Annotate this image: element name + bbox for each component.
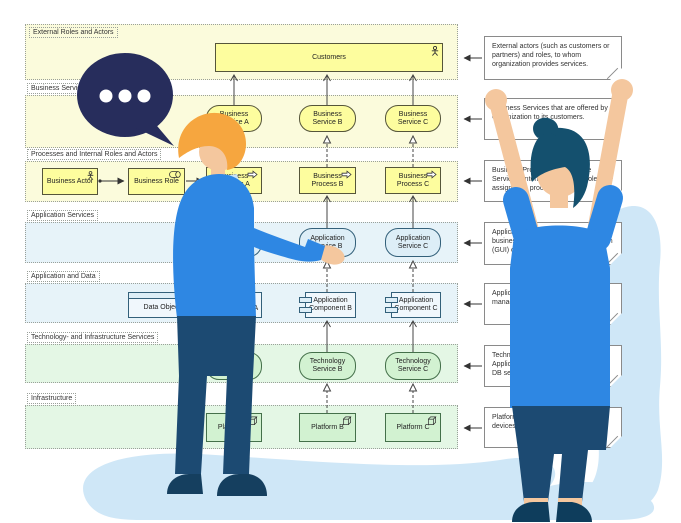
ellipsis-dot [118,89,132,103]
role-icon [169,171,181,178]
node-label: Business Process B [311,172,344,188]
person-left [167,112,345,496]
node-business-service-c[interactable]: Business Service C [385,105,441,132]
layer-label-processes: Processes and Internal Roles and Actors [27,149,162,160]
component-icon [299,307,312,313]
node-customers[interactable]: Customers [215,43,443,72]
process-arrow-icon [341,170,352,179]
node-label: Technology Service B [309,358,346,373]
node-platform-b[interactable]: Platform B [299,413,356,442]
node-label: Application Component B [309,297,352,312]
actor-icon [431,46,439,56]
node-label: Application Component C [394,297,438,312]
speech-bubble [77,53,174,146]
node-label: Business Actor [46,177,94,185]
ellipsis-dot [137,89,151,103]
annotation-text: Business Services that are offered by Or… [492,105,608,121]
speech-bubble-tail [136,120,174,146]
person-left-jacket [173,174,325,318]
person-right [485,79,633,522]
layer-label-application-data: Application and Data [27,271,100,282]
node-label: Application Service C [395,234,431,250]
node-technology-service-c[interactable]: Technology Service C [385,352,441,380]
node-label: Data Object [143,303,181,311]
person-right-hair [530,127,590,208]
node-label: Platform C [396,423,430,431]
process-arrow-icon [426,170,437,179]
person-right-hand [485,89,507,111]
node-platform-c[interactable]: Platform C [385,413,441,442]
person-left-shoe [217,474,267,496]
node-business-service-b[interactable]: Business Service B [299,105,356,132]
actor-icon [87,171,94,180]
right-blob [520,205,663,519]
person-right-shoe [556,502,592,522]
node-technology-service-b[interactable]: Technology Service B [299,352,356,380]
cube-icon [427,416,437,426]
person-left-shoe [167,474,203,494]
component-icon [299,297,312,303]
annotation-arrows [463,54,482,432]
node-business-role[interactable]: Business Role [128,168,185,195]
person-left-hair [178,112,247,170]
person-right-shirt [510,225,610,408]
layer-label-infrastructure: Infrastructure [27,393,77,404]
component-icon [385,297,398,303]
annotation-text: External actors (such as customers or pa… [492,43,610,68]
node-customers-label: Customers [312,53,346,61]
person-right-pants [512,406,610,502]
layer-label-technology-services: Technology- and Infrastructure Services [27,332,159,343]
node-business-process-b[interactable]: Business Process B [299,167,356,194]
data-object-top-bar [129,293,195,299]
node-label: Business Service C [397,110,429,126]
annotation-note-external[interactable]: External actors (such as customers or pa… [484,36,622,80]
person-right-shoe [512,502,550,522]
node-label: Business Process C [396,172,430,188]
node-application-component-c[interactable]: Application Component C [385,292,441,318]
person-left-pants [175,316,256,474]
component-icon [385,307,398,313]
ellipsis-dot [99,89,113,103]
node-label: Technology Service C [395,358,431,373]
node-label: Business Service B [312,110,343,126]
node-application-component-b[interactable]: Application Component B [299,292,356,318]
node-label: Business Role [134,177,179,185]
node-business-process-c[interactable]: Business Process C [385,167,441,194]
layer-label-external: External Roles and Actors [29,27,118,38]
cube-icon [342,416,352,426]
person-left-hand [317,245,345,265]
layer-label-application-services: Application Services [27,210,99,221]
node-label: Platform B [311,423,344,431]
person-right-hair [533,117,559,138]
process-arrow-icon [247,170,258,179]
person-right-hand [611,79,633,101]
node-business-actor[interactable]: Business Actor [42,168,98,195]
person-right-sleeve [585,185,623,251]
node-application-service-c[interactable]: Application Service C [385,228,441,257]
